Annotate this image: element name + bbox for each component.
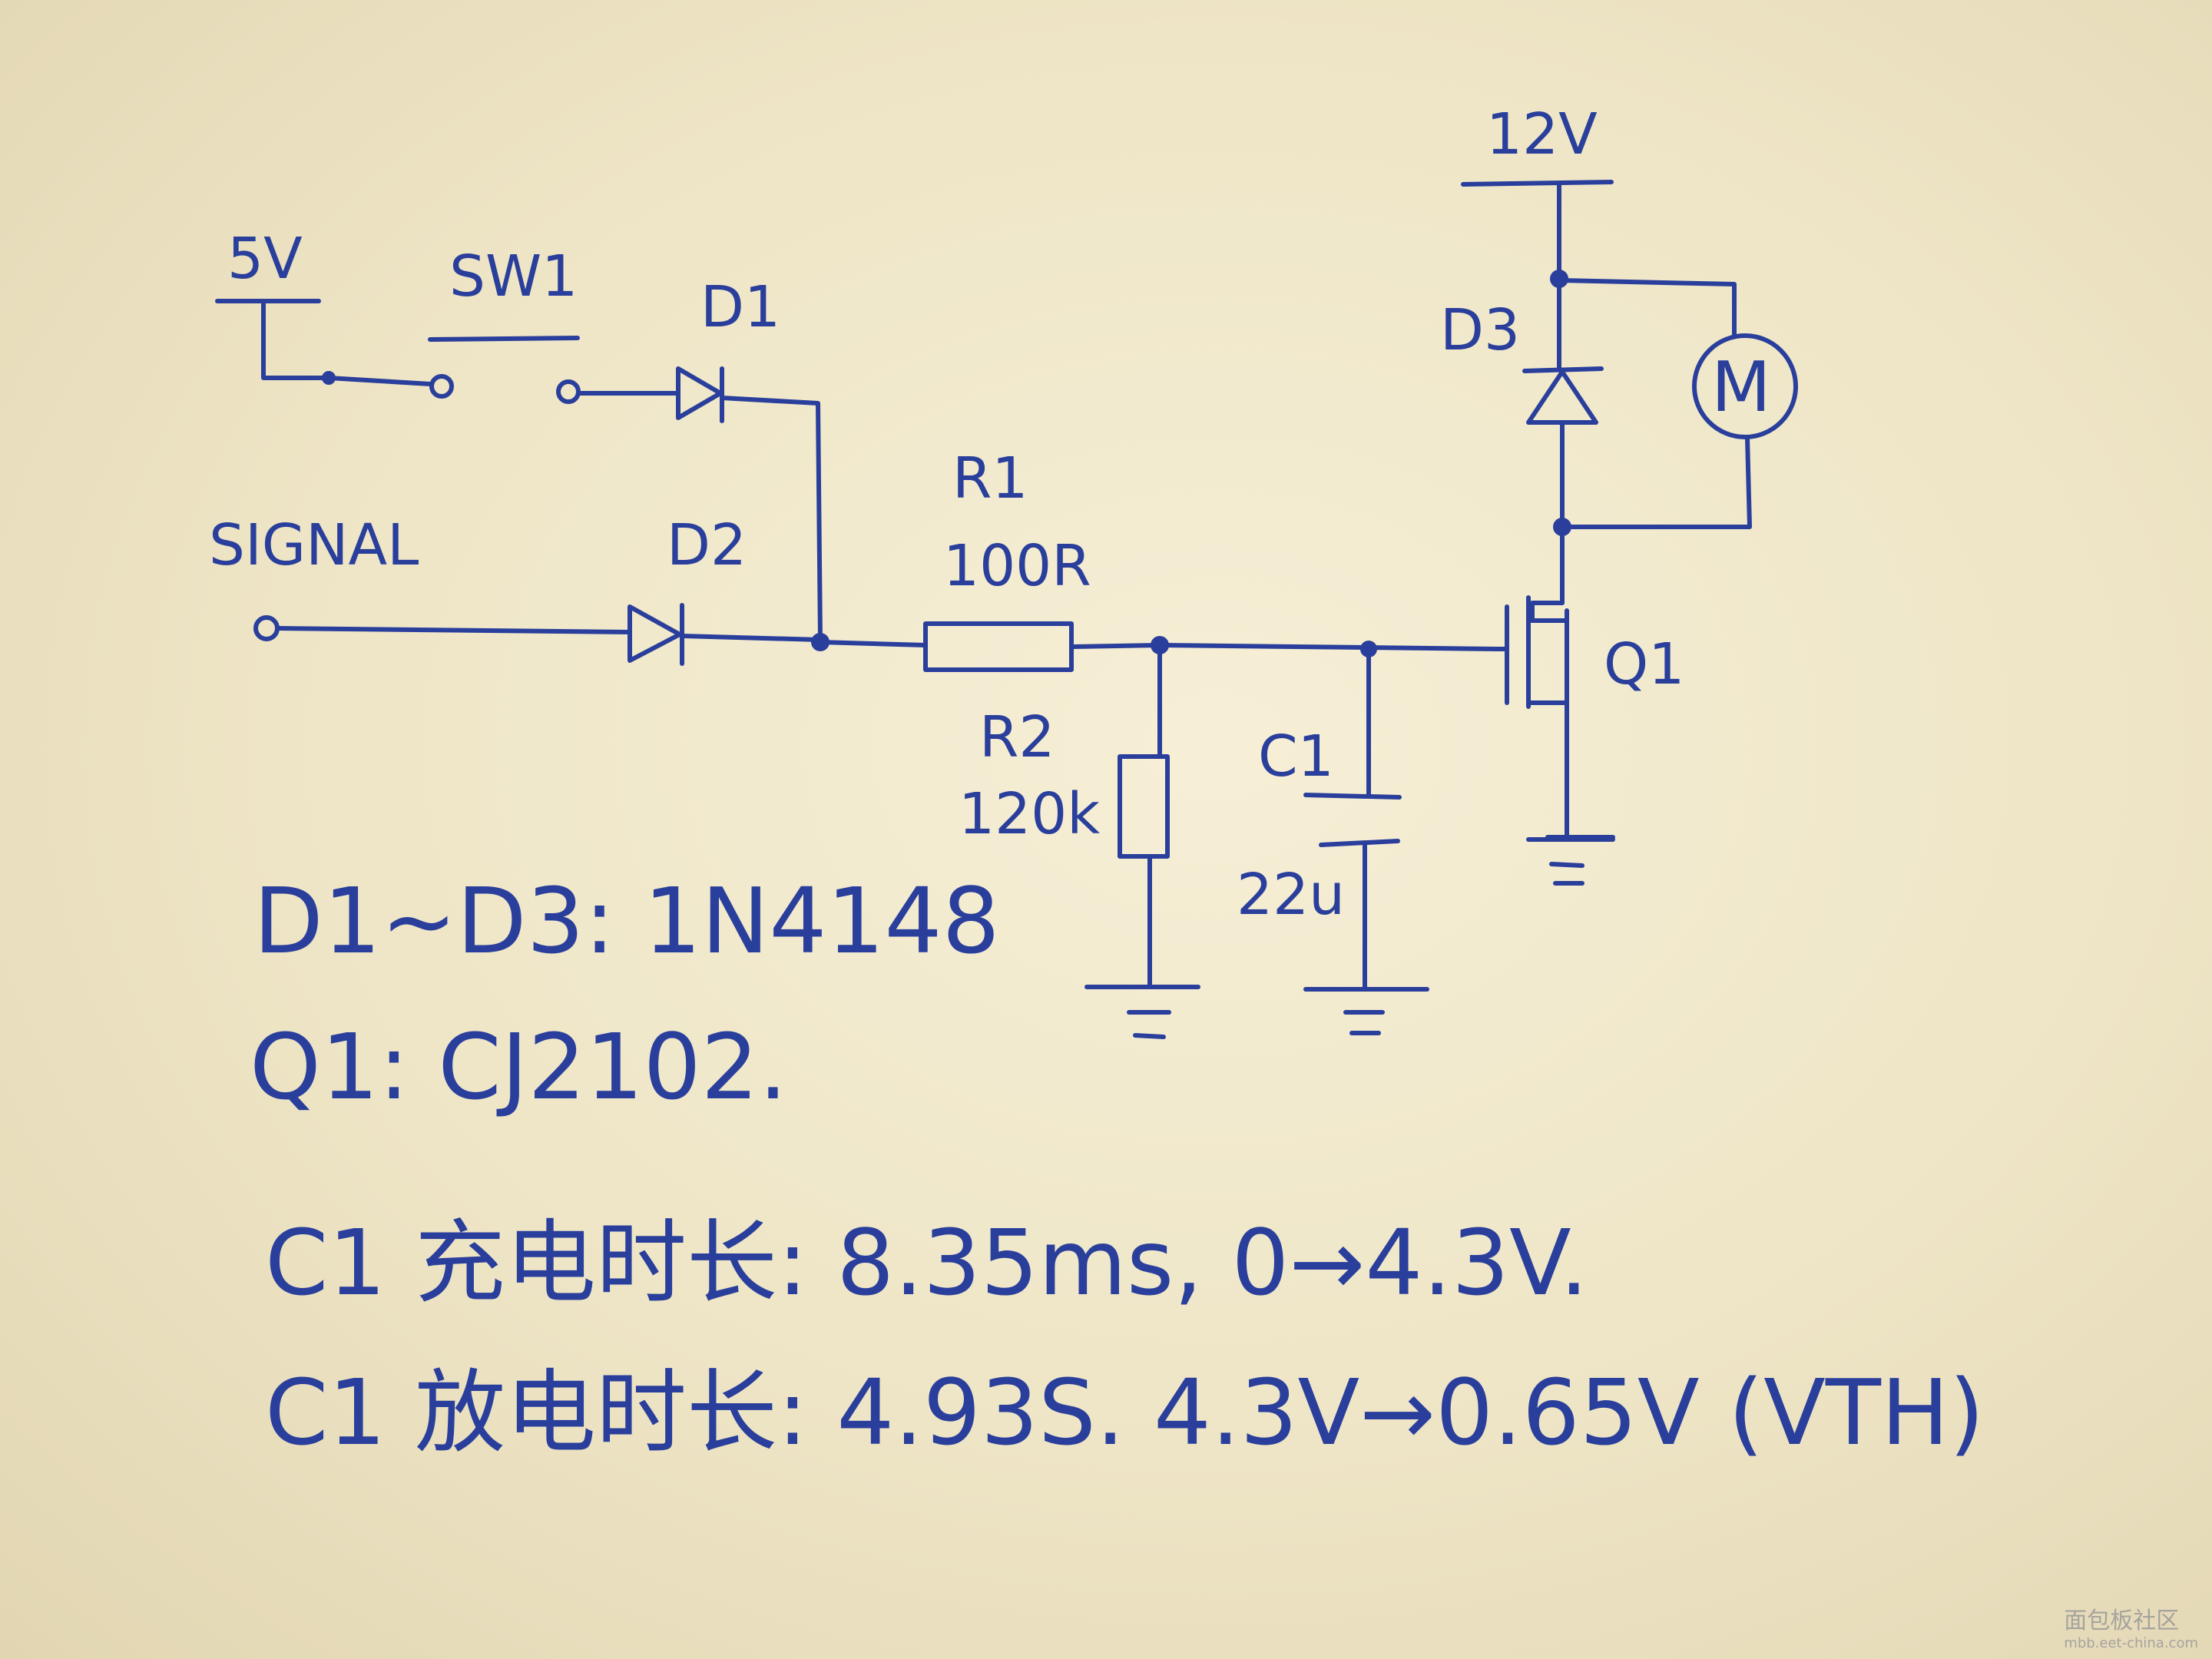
label-r2-name: R2 [979,704,1055,770]
label-signal: SIGNAL [209,512,419,578]
label-d1: D1 [700,274,780,340]
diode-d2 [628,603,823,666]
label-sw1: SW1 [449,243,578,310]
capacitor-c1 [1157,641,1500,1035]
label-c1-name: C1 [1258,724,1334,790]
label-r1-value: 100R [943,533,1091,599]
label-c1-value: 22u [1237,862,1345,928]
label-r1-name: R1 [952,445,1028,512]
resistor-r1 [818,621,1162,672]
supply-12v-symbol [1461,180,1614,281]
label-motor: M [1711,347,1771,428]
mosfet-q1 [1495,525,1615,886]
note-charge: C1 充电时长: 8.35ms, 0→4.3V. [265,1210,1588,1316]
label-q1: Q1 [1604,631,1684,697]
motor-m [1557,278,1798,529]
diode-d3 [1522,276,1604,529]
label-r2-value: 120k [959,781,1100,847]
label-12v: 12V [1486,101,1598,167]
switch-sw1 [428,336,581,404]
supply-5v-symbol [215,299,432,386]
watermark-text: 面包板社区 [2064,1608,2180,1634]
signal-input-terminal [253,615,632,641]
label-d2: D2 [667,512,747,578]
diode-d1 [576,366,823,642]
watermark-url: mbb.eet-china.com [2064,1635,2198,1651]
note-transistor: Q1: CJ2102. [250,1014,787,1120]
label-d3: D3 [1440,297,1520,363]
watermark: 面包板社区 mbb.eet-china.com [2064,1601,2198,1651]
note-diodes: D1~D3: 1N4148 [253,868,1000,974]
label-5v: 5V [227,226,303,292]
note-discharge: C1 放电时长: 4.93S. 4.3V→0.65V (VTH) [265,1359,1985,1465]
resistor-r2 [1084,643,1200,1039]
